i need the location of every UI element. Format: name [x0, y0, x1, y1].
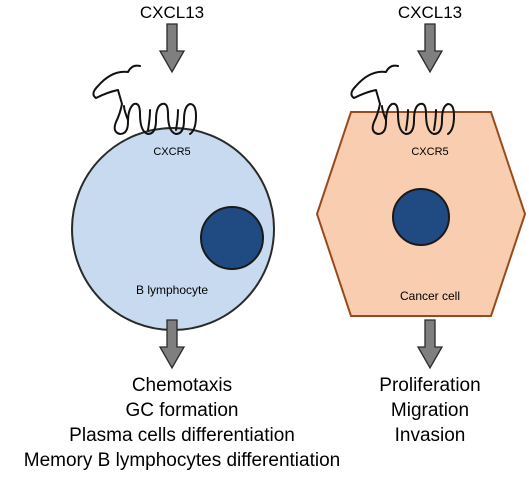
- ligand-arrow-right: [417, 23, 443, 73]
- cell-label-right: Cancer cell: [399, 289, 461, 303]
- ligand-label-right: CXCL13: [397, 3, 463, 22]
- b-lymphocyte-nucleus: [200, 206, 264, 270]
- cancer-cell-nucleus: [392, 188, 450, 246]
- outcome-right-1: Proliferation: [379, 375, 481, 396]
- cell-label-left: B lymphocyte: [135, 283, 209, 297]
- receptor-label-right: CXCR5: [411, 146, 449, 158]
- outcome-arrow-right: [417, 319, 443, 369]
- outcome-right-2: Migration: [390, 400, 470, 421]
- outcome-right-3: Invasion: [394, 425, 466, 446]
- outcome-left-1: Chemotaxis: [131, 375, 233, 396]
- outcome-left-4: Memory B lymphocytes differentiation: [23, 450, 341, 471]
- ligand-arrow-left: [159, 23, 185, 73]
- cxcr5-receptor-left: [92, 64, 197, 135]
- outcome-left-2: GC formation: [125, 400, 239, 421]
- outcome-left-3: Plasma cells differentiation: [69, 425, 295, 446]
- ligand-label-left: CXCL13: [139, 3, 205, 22]
- receptor-label-left: CXCR5: [153, 146, 191, 158]
